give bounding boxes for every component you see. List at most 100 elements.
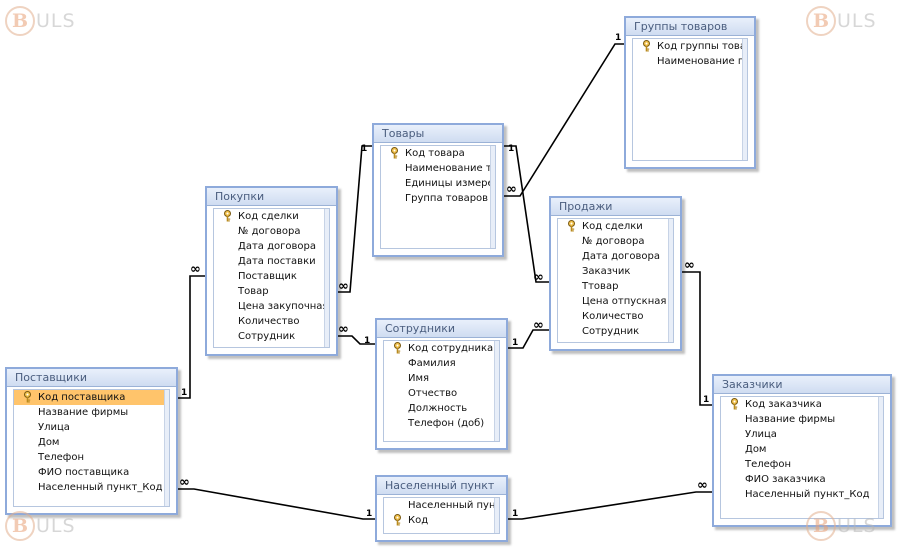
field-row[interactable]: Фамилия [384,356,499,371]
field-name: Имя [408,373,430,384]
field-row[interactable]: Дата договора [558,249,673,264]
field-row[interactable]: Дом [14,435,169,450]
field-row[interactable]: Наименование товара [381,161,495,176]
field-row[interactable]: Дом [721,442,883,457]
rel-many-pokupki-sotr: ∞ [338,322,349,337]
table-title[interactable]: Покупки [207,188,336,206]
primary-key-field[interactable]: Код сделки [558,219,673,234]
field-row[interactable]: Заказчик [558,264,673,279]
field-name: Населенный пункт_Код [745,489,870,500]
scrollbar[interactable] [324,209,329,347]
field-row[interactable]: Телефон [721,457,883,472]
rel-line-sotrudniki-pokupki [337,335,376,345]
scrollbar[interactable] [490,146,495,248]
rel-one-sotr-pok: 1 [364,336,370,346]
table-title[interactable]: Товары [374,125,502,143]
field-row[interactable]: Сотрудник [214,329,329,344]
primary-key-field[interactable]: Код сделки [214,209,329,224]
table-title[interactable]: Населенный пункт [377,477,506,495]
scrollbar[interactable] [878,397,883,518]
primary-key-field[interactable]: Код поставщика [14,390,169,405]
field-name: Должность [408,403,468,414]
table-title[interactable]: Продажи [551,198,680,216]
rel-many-zakazchiki-nas: ∞ [697,478,708,493]
scrollbar[interactable] [164,390,169,506]
field-row[interactable]: Поставщик [214,269,329,284]
field-row[interactable]: Населенный пункт [384,498,499,513]
field-row[interactable]: Ттовар [558,279,673,294]
field-row[interactable]: ФИО заказчика [721,472,883,487]
table-title[interactable]: Поставщики [7,369,176,387]
field-row[interactable]: Населенный пункт_Код [721,487,883,502]
field-name: № договора [238,226,301,237]
field-name: Населенный пункт [408,500,499,511]
field-row[interactable]: Количество [214,314,329,329]
scrollbar[interactable] [494,498,499,533]
field-row[interactable]: Телефон [14,450,169,465]
field-row[interactable]: Улица [721,427,883,442]
field-row[interactable]: Группа товаров [381,191,495,206]
field-name: Улица [745,429,777,440]
rel-line-sotrudniki-prodazhi [508,329,549,349]
table-title[interactable]: Группы товаров [626,18,754,36]
primary-key-field[interactable]: Код сотрудника [384,341,499,356]
field-row[interactable]: Дата поставки [214,254,329,269]
rel-many-prodazhi-tov: ∞ [533,270,544,285]
scrollbar[interactable] [494,341,499,441]
primary-key-field[interactable]: Код группы товаров [633,39,747,54]
field-row[interactable]: Населенный пункт_Код [14,480,169,495]
field-row[interactable]: Должность [384,401,499,416]
rel-line-gruppy-tovary [503,43,627,197]
field-row[interactable]: Сотрудник [558,324,673,339]
field-row[interactable]: ФИО поставщика [14,465,169,480]
primary-key-field[interactable]: Код заказчика [721,397,883,412]
field-row[interactable]: Цена отпускная [558,294,673,309]
field-row[interactable]: № договора [214,224,329,239]
field-name: Наименование группы [657,56,747,67]
field-row[interactable]: Товар [214,284,329,299]
field-name: Название фирмы [38,407,129,418]
table-title[interactable]: Заказчики [714,376,890,394]
field-row[interactable]: № договора [558,234,673,249]
field-row[interactable]: Название фирмы [721,412,883,427]
field-name: Код товара [405,148,465,159]
rel-one-zakazchiki: 1 [703,395,709,405]
primary-key-icon [731,398,738,410]
field-name: Код сделки [238,211,299,222]
field-row[interactable]: Наименование группы [633,54,747,69]
field-name: Код группы товаров [657,41,747,52]
field-row[interactable]: Улица [14,420,169,435]
rel-one-nas-post: 1 [366,509,372,519]
table-title[interactable]: Сотрудники [377,320,506,338]
field-row[interactable]: Цена закупочная [214,299,329,314]
scrollbar[interactable] [742,39,747,160]
field-row[interactable]: Имя [384,371,499,386]
field-name: Товар [238,286,269,297]
primary-key-icon [394,342,401,354]
field-row[interactable]: Телефон (доб) [384,416,499,431]
field-row[interactable]: Название фирмы [14,405,169,420]
field-name: Дата договора [582,251,660,262]
field-row[interactable]: Единицы измерения [381,176,495,191]
primary-key-field[interactable]: Код [384,513,499,528]
field-name: ФИО поставщика [38,467,130,478]
primary-key-field[interactable]: Код товара [381,146,495,161]
field-name: Фамилия [408,358,456,369]
scrollbar[interactable] [668,219,673,342]
field-row[interactable]: Отчество [384,386,499,401]
table-gruppy-tovarov[interactable]: Группы товаров Код группы товаровНаимено… [624,16,756,169]
rel-line-naselennyj-zakazchiki [508,491,713,520]
field-row[interactable]: Количество [558,309,673,324]
field-row[interactable]: Дата договора [214,239,329,254]
